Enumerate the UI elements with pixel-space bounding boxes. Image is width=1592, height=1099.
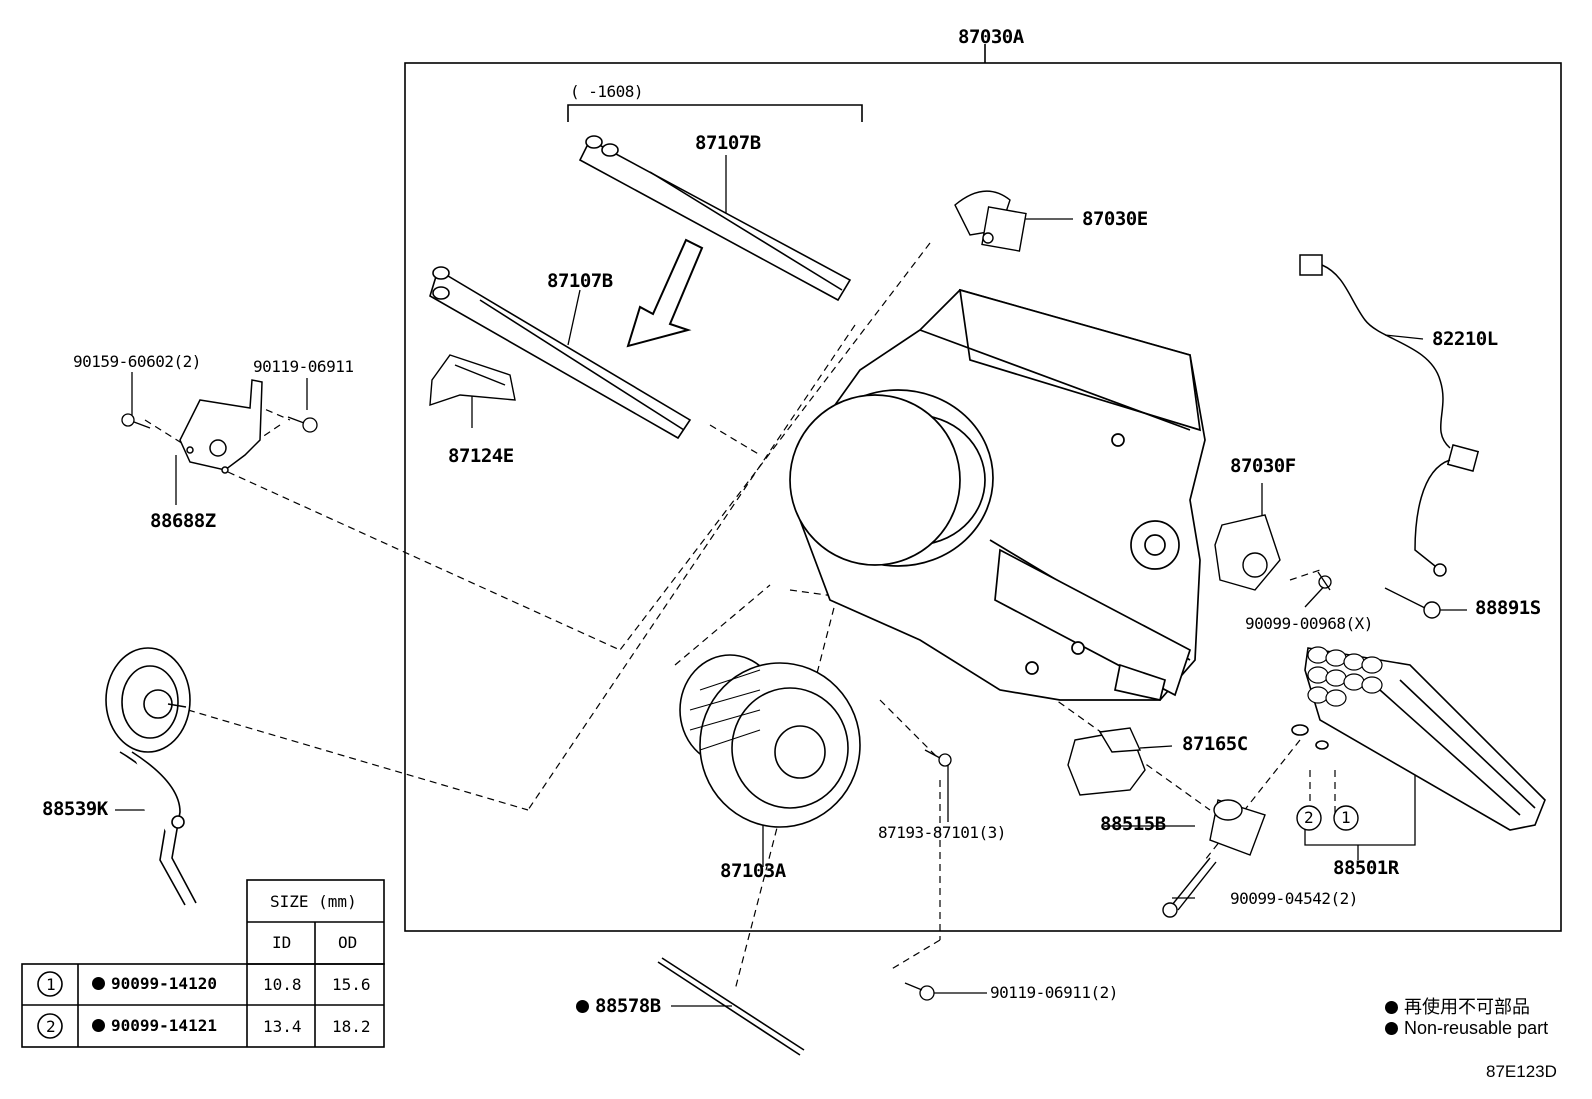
size-table-header: SIZE (mm) [270,892,357,911]
size-row-2-part-text: 90099-14121 [111,1016,217,1035]
size-row-2-id: 13.4 [263,1017,302,1036]
blower-87103A [679,654,861,828]
servo-87030E [954,190,1027,252]
label-82210L: 82210L [1432,328,1498,350]
callout-circle-1 [1333,805,1359,831]
label-88515B: 88515B [1100,813,1166,835]
valve-88539K [105,647,197,906]
size-table-col-id: ID [272,933,292,952]
main-housing [789,288,1206,702]
size-row-1-id: 10.8 [263,975,302,994]
direction-arrow [626,238,704,348]
size-row-1-part-text: 90099-14120 [111,974,217,993]
size-row-2-od: 18.2 [332,1017,371,1036]
legend-jp: 再使用不可部品 [1385,993,1530,1019]
label-90099-00968: 90099-00968(X) [1245,614,1373,633]
label-88578B: 88578B [576,995,661,1017]
label-90159-60602: 90159-60602(2) [73,352,201,371]
label-87165C: 87165C [1182,733,1248,755]
size-row-1-index: 1 [46,975,56,994]
label-87193-87101: 87193-87101(3) [878,823,1006,842]
bolt-90159-60602 [121,413,151,429]
label-88578B-text: 88578B [595,995,661,1017]
label-87030E: 87030E [1082,208,1148,230]
label-87107B-lower: 87107B [547,270,613,292]
non-reusable-marker-icon [92,977,105,990]
label-88539K: 88539K [42,798,108,820]
diagram-code: 87E123D [1486,1062,1557,1081]
label-87030F: 87030F [1230,455,1296,477]
label-88891S: 88891S [1475,597,1541,619]
non-reusable-marker-icon [92,1019,105,1032]
callout-circle-2 [1296,805,1322,831]
size-row-2-part: 90099-14121 [92,1016,217,1035]
callout-1: 1 [1341,808,1351,827]
callout-2: 2 [1304,808,1314,827]
label-range-note: ( -1608) [570,82,644,101]
label-88501R: 88501R [1333,857,1399,879]
legend-en: Non-reusable part [1385,1018,1548,1039]
bracket-88688Z [179,379,263,474]
sensor-88891S [1384,587,1441,619]
size-row-1-od: 15.6 [332,975,371,994]
assembly-frame [404,62,1562,932]
clip-87124E [429,354,516,406]
range-bracket [567,104,863,122]
legend-jp-text: 再使用不可部品 [1404,997,1530,1017]
heater-core-88501R [1291,646,1546,831]
screw-90119-06911-bottom [904,982,935,1001]
resistor-87165C [1067,727,1146,796]
label-87124E: 87124E [448,445,514,467]
leader-lines [115,155,1467,1007]
label-assembly: 87030A [958,26,1024,48]
non-reusable-marker-icon [576,1000,589,1013]
label-90119-06911-top: 90119-06911 [253,357,354,376]
bolt-90099-04542 [1162,857,1217,918]
size-table-col-od: OD [338,933,358,952]
filter-88578B [657,957,805,1056]
grommet-88515B [1209,799,1266,856]
oring-callouts [1296,805,1359,831]
duct-lower [429,266,692,440]
screw-90099-00968 [1317,571,1332,591]
label-88688Z: 88688Z [150,510,216,532]
harness-82210L [1299,254,1480,577]
actuator-87030F [1214,514,1281,591]
duct-upper [578,135,852,302]
legend-en-text: Non-reusable part [1404,1018,1549,1038]
non-reusable-marker-icon [1385,1022,1398,1035]
label-90119-06911-bottom: 90119-06911(2) [990,983,1118,1002]
label-87103A: 87103A [720,860,786,882]
size-row-2-index: 2 [46,1017,56,1036]
screw-87193-87101 [924,749,952,767]
label-90099-04542: 90099-04542(2) [1230,889,1358,908]
non-reusable-marker-icon [1385,1001,1398,1014]
label-87107B-upper: 87107B [695,132,761,154]
size-table-grid [21,879,385,1048]
size-row-1-part: 90099-14120 [92,974,217,993]
screw-90119-06911-top [287,416,318,433]
